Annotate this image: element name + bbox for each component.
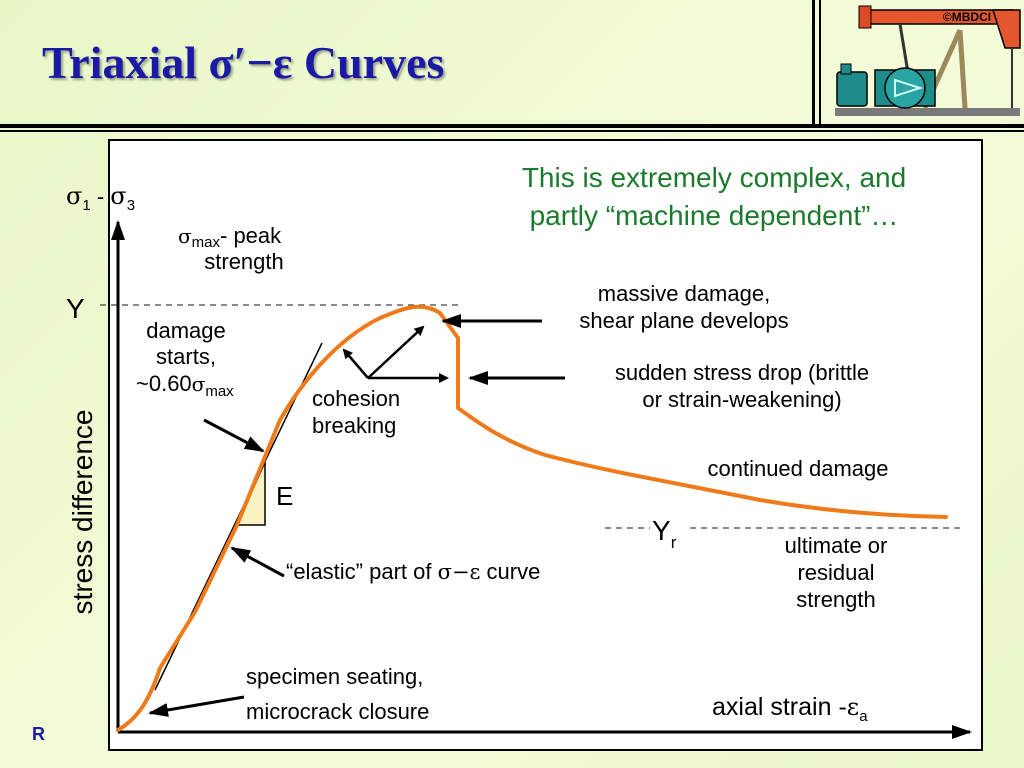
sudden-drop-line1: sudden stress drop (brittle [615, 360, 869, 385]
elastic-label: “elastic” part of σ−ε curve [286, 559, 540, 584]
damage-starts-line3: ~0.60σmax [136, 371, 234, 400]
seating-line2: microcrack closure [246, 699, 429, 724]
peak-Y-label: Y [66, 293, 85, 324]
divider-thick [0, 124, 1024, 128]
continued-damage-label: continued damage [707, 456, 888, 481]
divider-thin [0, 130, 1024, 132]
footer-letter: R [32, 724, 45, 744]
note-line-2: partly “machine dependent”… [530, 200, 899, 231]
damage-starts-line2: starts, [156, 344, 216, 369]
slide-title: Triaxial σ′−ε Curves [42, 37, 445, 88]
damage-starts-line1: damage [146, 318, 226, 343]
cohesion-line2: breaking [312, 413, 396, 438]
ultimate-line3: strength [796, 587, 876, 612]
sigma-max-label-line2: strength [204, 249, 284, 274]
y-axis-label: stress difference [67, 410, 98, 615]
logo-panel: ©MBDCI [812, 0, 1024, 124]
note-line-1: This is extremely complex, and [522, 162, 906, 193]
arrow-seating [148, 695, 245, 717]
massive-damage-line2: shear plane develops [579, 308, 788, 333]
residual-Yr-label: Yr [652, 515, 677, 552]
arrow-cohesion-1 [342, 348, 369, 379]
ultimate-line1: ultimate or [785, 533, 888, 558]
x-axis-label: axial strain -εa [712, 693, 868, 725]
ultimate-line2: residual [797, 560, 874, 585]
sigma-max-label: σmax- peak [178, 223, 282, 251]
pumpjack-logo-icon: ©MBDCI [835, 5, 1021, 116]
stress-strain-curve [116, 304, 948, 732]
cohesion-line1: cohesion [312, 386, 400, 411]
seating-line1: specimen seating, [246, 664, 423, 689]
modulus-E-label: E [276, 481, 293, 511]
sudden-drop-line2: or strain-weakening) [642, 387, 841, 412]
arrow-elastic [230, 546, 285, 578]
logo-text: ©MBDCI [943, 10, 991, 24]
massive-damage-line1: massive damage, [598, 281, 770, 306]
arrow-cohesion-2 [367, 325, 425, 379]
arrow-damage-starts [203, 418, 265, 453]
y-axis-symbol: σ1 - σ3 [66, 182, 135, 214]
